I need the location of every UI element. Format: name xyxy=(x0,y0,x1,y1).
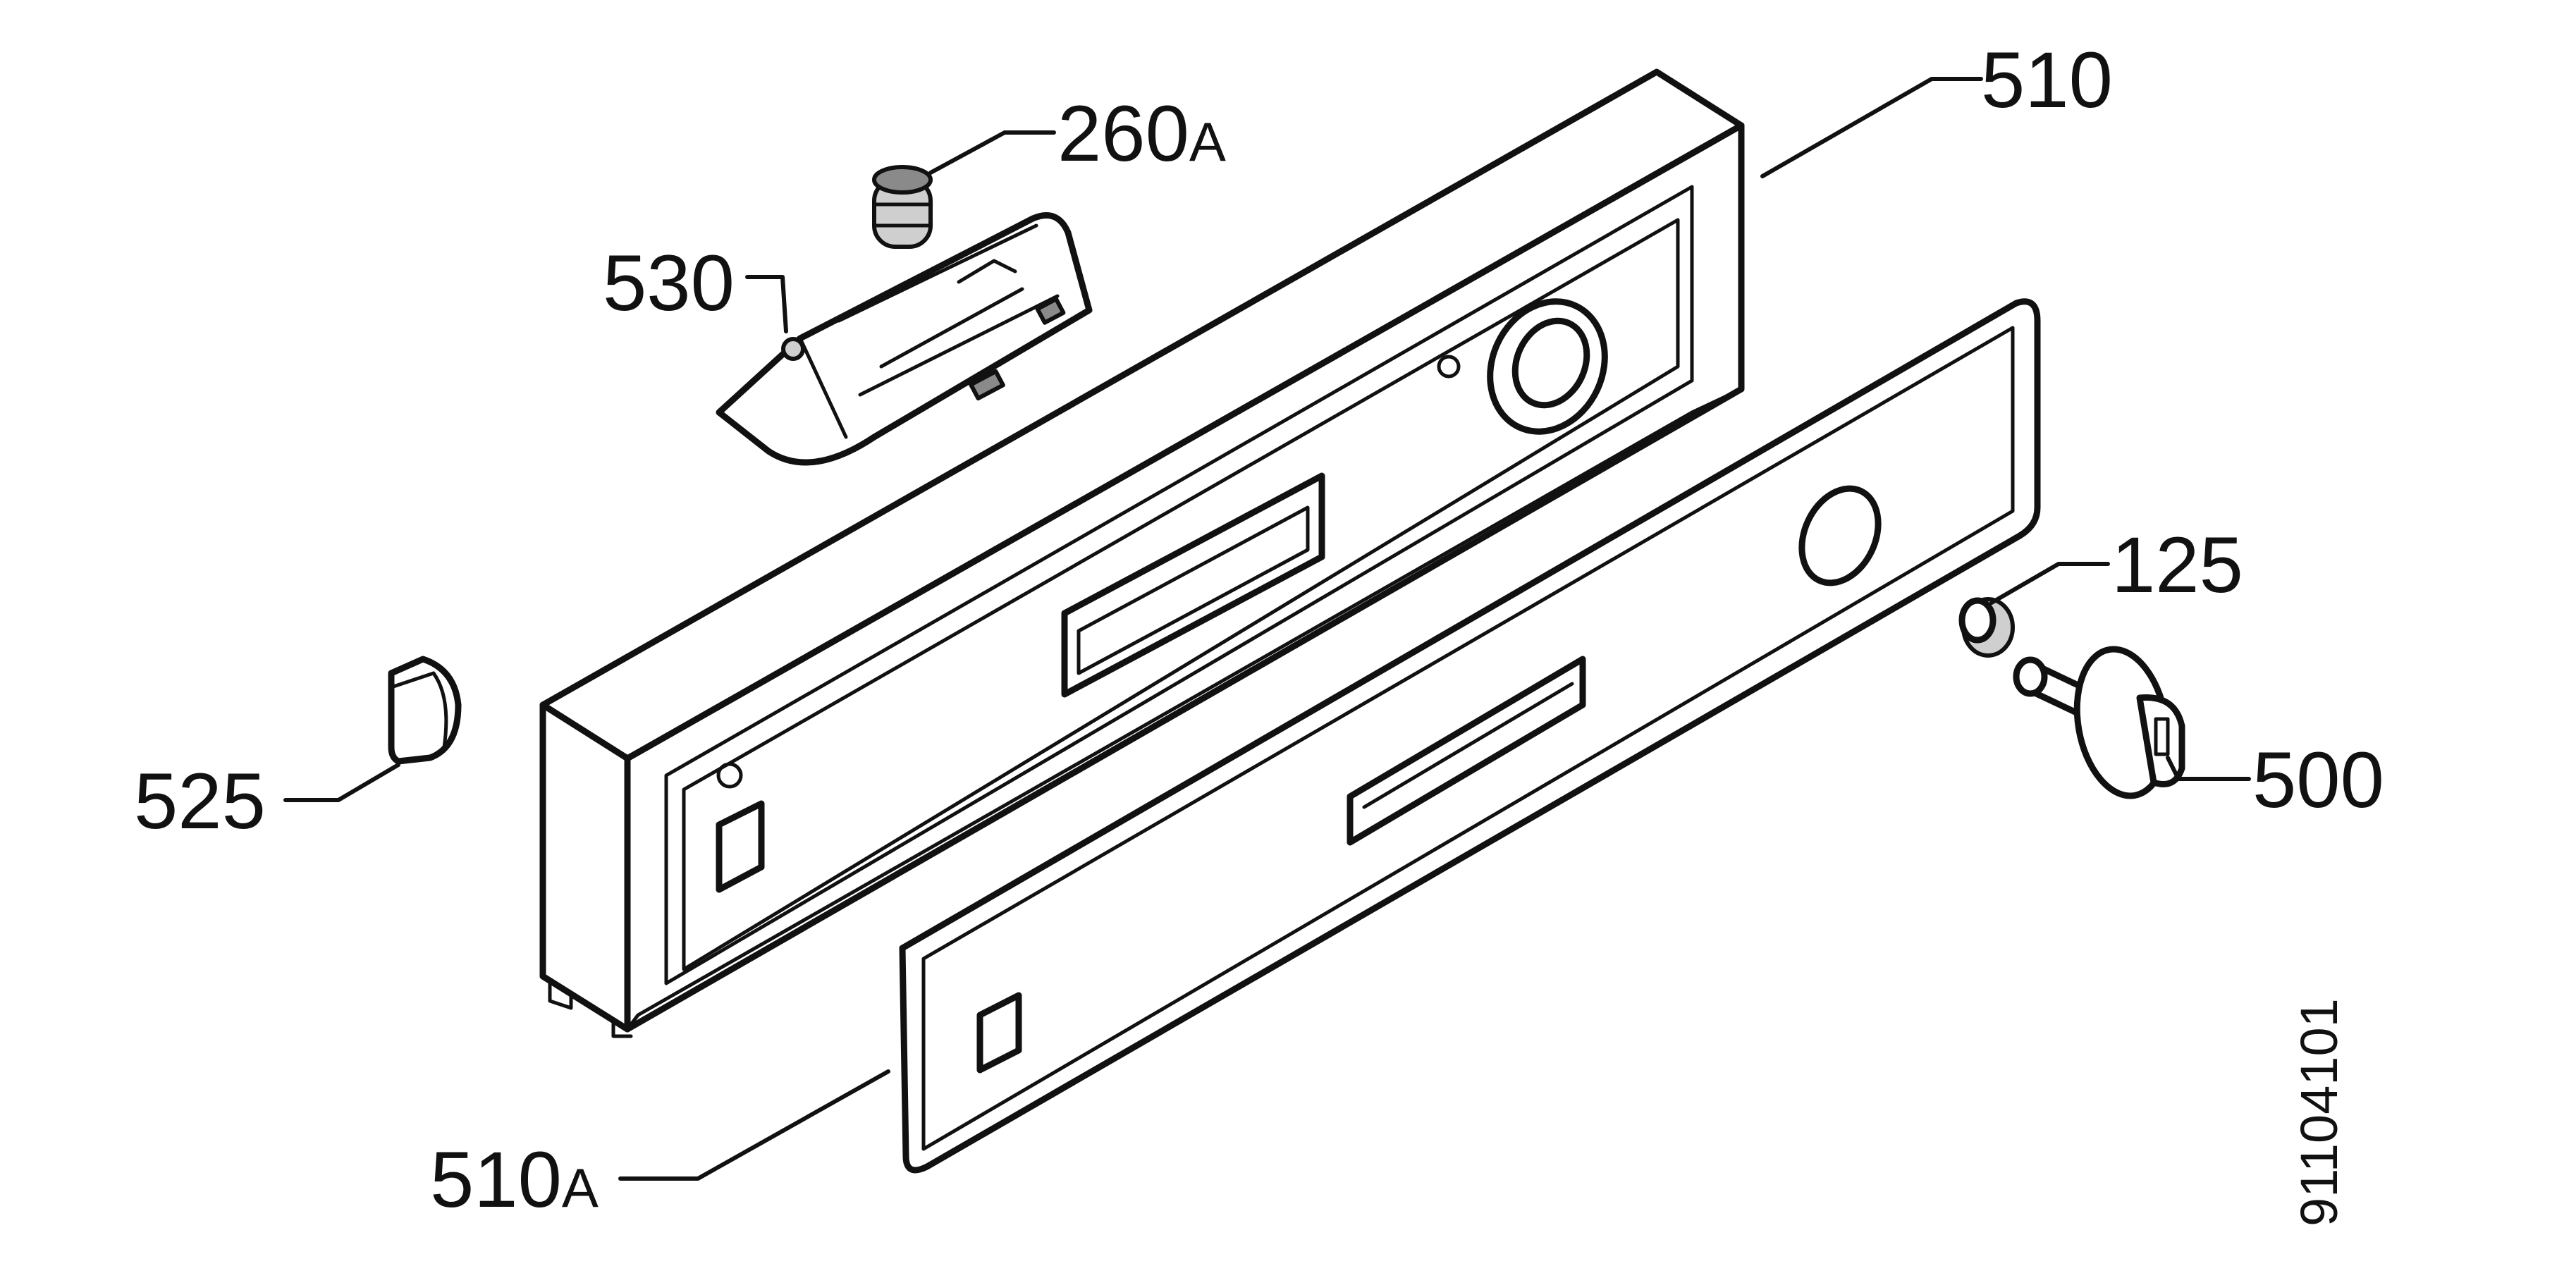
drawing-number: 91104101 xyxy=(2290,998,2348,1227)
leader-lines xyxy=(283,77,2251,1181)
leader-530 xyxy=(745,275,788,333)
label-510a: 510A xyxy=(430,1136,599,1224)
leader-510 xyxy=(1760,77,1983,178)
leader-125 xyxy=(1989,562,2110,605)
part-510a-front-panel-plate xyxy=(899,298,2041,1174)
label-260a: 260A xyxy=(1057,90,1226,178)
leader-260a xyxy=(928,130,1056,175)
part-125-spacer xyxy=(1958,597,2015,658)
label-125: 125 xyxy=(2111,521,2243,609)
label-525: 525 xyxy=(134,757,266,845)
leader-510a xyxy=(618,1069,890,1181)
part-530-holder-bracket xyxy=(716,212,1093,466)
part-260a-bushing xyxy=(872,165,933,249)
leader-525 xyxy=(283,763,400,802)
leader-500 xyxy=(2166,756,2251,781)
part-500-control-knob xyxy=(2013,646,2185,799)
part-510-control-panel-housing xyxy=(539,68,1745,1038)
label-530: 530 xyxy=(603,239,735,327)
label-510: 510 xyxy=(1981,36,2113,124)
label-500: 500 xyxy=(2252,736,2384,824)
part-525-push-button xyxy=(388,656,462,765)
